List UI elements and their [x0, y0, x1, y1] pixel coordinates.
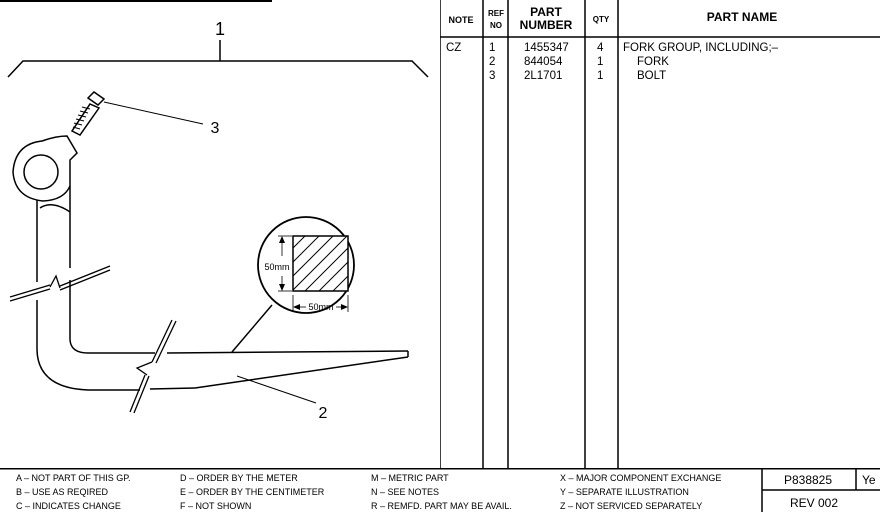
callout-3: 3: [211, 120, 220, 137]
legend-item: N – SEE NOTES: [371, 487, 439, 497]
row-qty: 1: [597, 56, 603, 68]
title-block: [761, 468, 880, 512]
row-part-name: FORK: [637, 56, 669, 68]
header-note: NOTE: [448, 15, 473, 25]
header-part-name: PART NAME: [707, 10, 777, 24]
legend-column: M – METRIC PART N – SEE NOTES R – REMFD.…: [371, 473, 512, 511]
parts-table: NOTE REF NO PART NUMBER QTY PART NAME CZ…: [440, 0, 880, 468]
legend-item: C – INDICATES CHANGE: [16, 501, 121, 511]
width-dimension-label: 50mm: [308, 302, 333, 312]
break-symbol: [129, 319, 177, 414]
table-row: 3 2L1701 1 BOLT: [489, 70, 666, 82]
legend-column: D – ORDER BY THE METER E – ORDER BY THE …: [180, 473, 325, 511]
legend-item: A – NOT PART OF THIS GP.: [16, 473, 131, 483]
bolt-part: [70, 91, 106, 136]
fork-body: [12, 135, 409, 391]
row-ref: 1: [489, 42, 495, 54]
row-ref: 3: [489, 70, 495, 82]
table-row: 2 844054 1 FORK: [489, 56, 669, 68]
table-row: 1 1455347 4 FORK GROUP, INCLUDING;–: [489, 42, 779, 54]
legend-column: X – MAJOR COMPONENT EXCHANGE Y – SEPARAT…: [560, 473, 721, 511]
row-qty: 1: [597, 70, 603, 82]
legend-item: D – ORDER BY THE METER: [180, 473, 298, 483]
section-detail: 50mm 50mm: [257, 216, 355, 314]
row-part-number: 2L1701: [524, 70, 562, 82]
legend-item: E – ORDER BY THE CENTIMETER: [180, 487, 325, 497]
leader-2: [236, 375, 317, 404]
legend-item: B – USE AS REQIRED: [16, 487, 109, 497]
edge-text: Ye: [862, 473, 876, 487]
header-qty: QTY: [593, 15, 610, 24]
row-part-number: 1455347: [524, 42, 569, 54]
row-qty: 4: [597, 42, 604, 54]
legend-item: Z – NOT SERVICED SEPARATELY: [560, 501, 702, 511]
revision-label: REV 002: [790, 496, 838, 510]
legend-item: X – MAJOR COMPONENT EXCHANGE: [560, 473, 721, 483]
callout-1: 1: [215, 19, 225, 39]
row-part-name: FORK GROUP, INCLUDING;–: [623, 42, 779, 54]
header-ref: REF: [488, 9, 504, 18]
legend-item: Y – SEPARATE ILLUSTRATION: [560, 487, 689, 497]
section-leader: [231, 304, 273, 353]
header-number: NUMBER: [520, 18, 573, 32]
header-ref-no: NO: [490, 21, 502, 30]
group-bracket: [7, 40, 429, 78]
break-symbol: [9, 265, 111, 302]
height-dimension-label: 50mm: [264, 262, 289, 272]
legend-column: A – NOT PART OF THIS GP. B – USE AS REQI…: [16, 473, 131, 511]
row-ref: 2: [489, 56, 495, 68]
row-part-number: 844054: [524, 56, 563, 68]
legend-footer: A – NOT PART OF THIS GP. B – USE AS REQI…: [0, 468, 880, 512]
note-value: CZ: [446, 42, 461, 54]
drawing-number: P838825: [784, 473, 832, 487]
header-part: PART: [530, 5, 562, 19]
fork-group-diagram: 1 3: [0, 0, 429, 422]
callout-2: 2: [319, 405, 328, 422]
row-part-name: BOLT: [637, 70, 666, 82]
legend-item: R – REMFD. PART MAY BE AVAIL.: [371, 501, 512, 511]
legend-item: M – METRIC PART: [371, 473, 449, 483]
leader-3: [103, 101, 204, 125]
legend-item: F – NOT SHOWN: [180, 501, 251, 511]
